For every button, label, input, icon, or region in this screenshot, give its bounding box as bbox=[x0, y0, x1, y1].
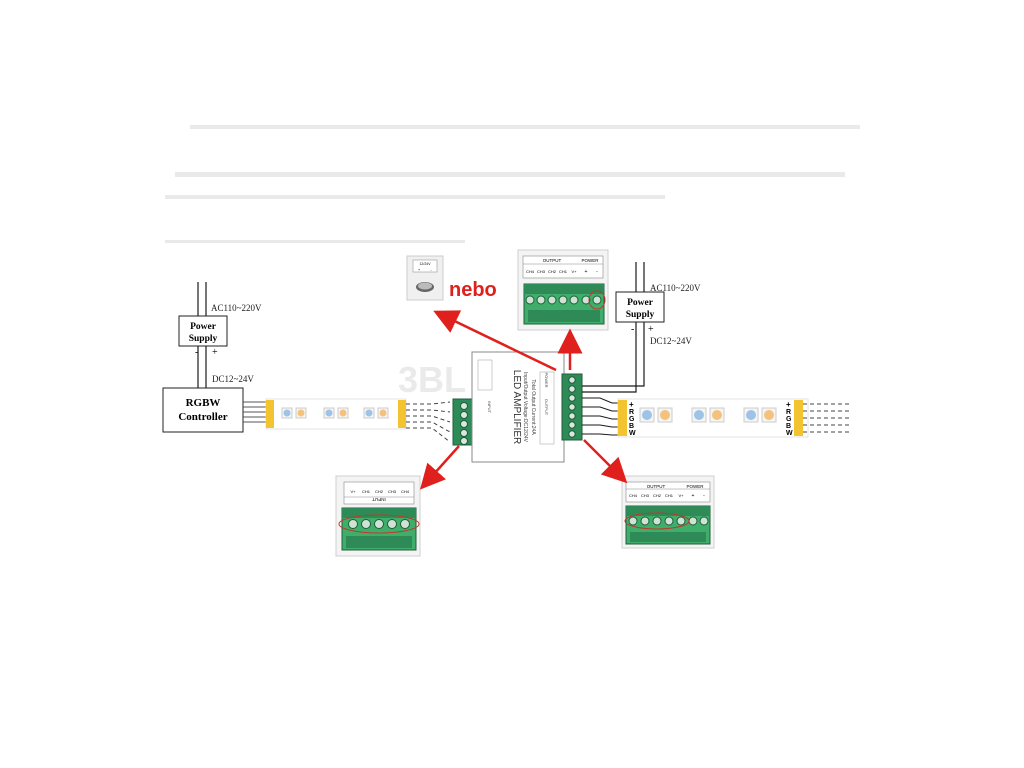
strip-label-g-end: G bbox=[786, 416, 792, 423]
arrow-to-nebo bbox=[433, 310, 557, 372]
bottom-output-terminal-photo: OUTPUT POWER CH4 CH3 CH2 CH1 V+ + - bbox=[621, 475, 715, 549]
watermark: 3BL bbox=[398, 359, 466, 400]
led-chip bbox=[363, 407, 375, 419]
top-vplus: V+ bbox=[571, 269, 577, 274]
strip-label-b-end: B bbox=[786, 423, 791, 430]
bottom-vplus: V+ bbox=[678, 493, 684, 498]
right-led-strip: + R G B W + R G B W bbox=[617, 398, 809, 438]
amplifier-input-label: INPUT bbox=[487, 401, 492, 414]
bottom-ch3: CH3 bbox=[641, 493, 650, 498]
controller-line2: Controller bbox=[178, 411, 227, 423]
left-power-supply-line1: Power bbox=[190, 322, 217, 332]
amplifier-title: LED AMPLIFIER bbox=[511, 370, 522, 444]
top-ch3: CH3 bbox=[537, 269, 546, 274]
highlight-ring bbox=[624, 512, 690, 530]
small-terminal-label: 12/24V bbox=[419, 262, 431, 266]
left-power-supply-box bbox=[178, 315, 228, 347]
bottom-ch1: CH1 bbox=[665, 493, 674, 498]
small-power-terminal: 12/24V + - bbox=[406, 255, 444, 301]
right-strip-dashed-continuation bbox=[803, 403, 850, 433]
top-ch4: CH4 bbox=[526, 269, 535, 274]
amplifier-output-label: OUTPUT bbox=[544, 399, 549, 416]
amplifier-power-label: POWER bbox=[544, 372, 549, 387]
led-chip bbox=[377, 407, 389, 419]
input-ch1: CH1 bbox=[362, 489, 371, 494]
left-ac-label: AC110~220V bbox=[211, 303, 262, 313]
strip-label-r-end: R bbox=[786, 409, 791, 416]
amplifier-output-terminal bbox=[561, 373, 583, 441]
bottom-ch4: CH4 bbox=[629, 493, 638, 498]
right-plus-sign: + bbox=[648, 324, 654, 335]
faded-background-lines bbox=[165, 125, 860, 243]
left-dc-label: DC12~24V bbox=[212, 374, 254, 384]
controller-line1: RGBW bbox=[186, 397, 221, 409]
highlight-ring bbox=[588, 290, 606, 310]
right-dc-label: DC12~24V bbox=[650, 336, 692, 346]
input-ch2: CH2 bbox=[375, 489, 384, 494]
led-chip bbox=[323, 407, 335, 419]
bottom-minus: - bbox=[703, 493, 705, 499]
rgbw-controller: RGBW Controller bbox=[162, 387, 268, 433]
strip-label-b: B bbox=[629, 423, 634, 430]
output-wires bbox=[582, 397, 620, 436]
left-power-supply-line2: Supply bbox=[189, 334, 218, 344]
bottom-power-header: POWER bbox=[686, 484, 704, 489]
input-vplus: V+ bbox=[350, 489, 356, 494]
highlight-ring bbox=[338, 514, 420, 534]
amplifier-total-current: Total Output Current:24A bbox=[530, 379, 536, 435]
arrow-to-input-terminal bbox=[419, 445, 460, 490]
top-ch2: CH2 bbox=[548, 269, 557, 274]
top-power-header: POWER bbox=[581, 258, 599, 263]
top-output-terminal-photo: OUTPUT POWER CH4 CH3 CH2 CH1 V+ + - bbox=[517, 249, 609, 331]
bottom-output-header: OUTPUT bbox=[647, 484, 666, 489]
led-chip bbox=[761, 407, 777, 423]
led-chip bbox=[337, 407, 349, 419]
strip-label-r: R bbox=[629, 409, 634, 416]
led-chip bbox=[657, 407, 673, 423]
right-power-supply-line2: Supply bbox=[626, 310, 655, 320]
dashed-signal-wires bbox=[406, 401, 451, 443]
strip-label-g: G bbox=[629, 416, 635, 423]
left-power-supply: AC110~220V Power Supply - + DC12~24V bbox=[178, 282, 262, 388]
strip-label-plus: + bbox=[629, 400, 634, 409]
top-plus: + bbox=[585, 269, 588, 275]
small-terminal-plus: + bbox=[418, 267, 421, 272]
right-ac-label: AC110~220V bbox=[650, 283, 701, 293]
bottom-ch2: CH2 bbox=[653, 493, 662, 498]
top-output-header: OUTPUT bbox=[543, 258, 562, 263]
input-ch3: CH3 bbox=[388, 489, 397, 494]
right-power-supply: AC110~220V Power Supply - + DC12~24V bbox=[582, 262, 701, 393]
led-chip bbox=[295, 407, 307, 419]
strip-label-plus-end: + bbox=[786, 400, 791, 409]
led-chip bbox=[709, 407, 725, 423]
small-terminal-minus: - bbox=[430, 267, 432, 272]
amplifier-input-voltage: Input/Output Voltage:DC12/24V bbox=[522, 372, 528, 443]
input-terminal-photo: INPUT V+ CH1 CH2 CH3 CH4 bbox=[335, 475, 421, 557]
input-terminal-header: INPUT bbox=[372, 497, 386, 502]
top-ch1: CH1 bbox=[559, 269, 568, 274]
strip-label-w-end: W bbox=[786, 430, 793, 437]
left-minus-sign: - bbox=[195, 347, 198, 358]
right-power-supply-box bbox=[615, 291, 665, 323]
nebo-label: nebo bbox=[449, 279, 497, 301]
right-power-supply-line1: Power bbox=[627, 298, 654, 308]
left-led-strip bbox=[265, 398, 407, 430]
led-chip bbox=[639, 407, 655, 423]
left-plus-sign: + bbox=[212, 347, 218, 358]
led-chip bbox=[691, 407, 707, 423]
input-ch4: CH4 bbox=[401, 489, 410, 494]
top-minus: - bbox=[596, 269, 598, 275]
bottom-plus: + bbox=[692, 493, 695, 499]
right-minus-sign: - bbox=[631, 324, 634, 335]
arrow-to-bottom-terminal bbox=[583, 439, 628, 484]
pointer-arrows bbox=[419, 310, 628, 490]
led-chip bbox=[281, 407, 293, 419]
led-chip bbox=[743, 407, 759, 423]
strip-label-w: W bbox=[629, 430, 636, 437]
led-amplifier: LED AMPLIFIER Input/Output Voltage:DC12/… bbox=[471, 351, 565, 463]
